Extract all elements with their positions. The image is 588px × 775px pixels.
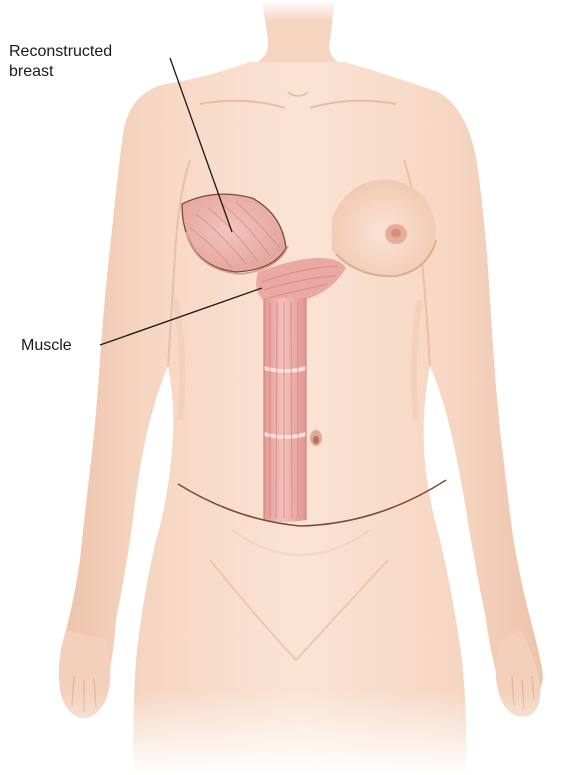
reconstructed-breast-label-line1: Reconstructed [9, 42, 179, 62]
reconstructed-breast-label: Reconstructed breast [9, 42, 179, 82]
muscle-label: Muscle [21, 336, 72, 356]
navel [310, 430, 322, 446]
reconstructed-breast-label-line2: breast [9, 62, 179, 82]
